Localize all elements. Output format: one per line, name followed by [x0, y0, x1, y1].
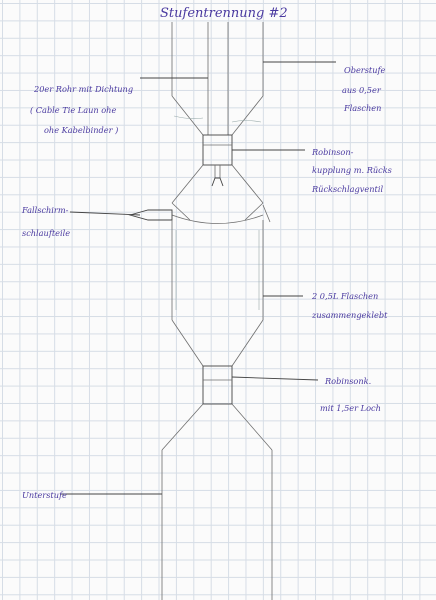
label-kupplung-3: Rückschlagventil — [311, 184, 383, 194]
label-rohr-1: 20er Rohr mit Dichtung — [33, 84, 133, 94]
robinson-coupling-lower — [202, 365, 233, 405]
label-lower-coupling: Robinsonk. mit 1,5er Loch — [320, 376, 381, 413]
label-oberstufe-1: Oberstufe — [344, 65, 386, 75]
label-lower-stage: Unterstufe — [22, 490, 67, 500]
label-flaschen-1: 2 0,5L Flaschen — [311, 291, 378, 301]
label-inner-tube: 20er Rohr mit Dichtung ( Cable Tie Laun … — [30, 84, 133, 135]
label-kupplung-1: Robinson- — [311, 147, 354, 157]
label-rohr-2: ( Cable Tie Laun ohe — [30, 105, 116, 115]
bottle-body — [171, 220, 264, 367]
inner-tube — [207, 22, 229, 135]
label-coupling: Robinson- kupplung m. Rücks Rückschlagve… — [311, 147, 392, 194]
label-robinsonloch-2: mit 1,5er Loch — [320, 403, 381, 413]
label-fallschirm-1: Fallschirm- — [21, 205, 69, 215]
label-bottles: 2 0,5L Flaschen zusammengeklebt — [311, 291, 388, 320]
label-unterstufe: Unterstufe — [22, 490, 67, 500]
label-oberstufe-2: aus 0,5er — [342, 85, 382, 95]
label-flaschen-2: zusammengeklebt — [311, 310, 388, 320]
upper-stage — [171, 22, 264, 136]
fairing-section — [128, 164, 271, 224]
label-kupplung-2: kupplung m. Rücks — [312, 165, 392, 175]
label-oberstufe-3: Flaschen — [343, 103, 381, 113]
leader-lines — [60, 61, 336, 495]
lower-stage — [161, 403, 273, 600]
label-fallschirm-2: schlaufteile — [22, 228, 70, 238]
label-robinsonloch-1: Robinsonk. — [324, 376, 371, 386]
label-rohr-3: ohe Kabelbinder ) — [44, 125, 118, 135]
label-upper-stage: Oberstufe aus 0,5er Flaschen — [342, 65, 386, 113]
label-parachute: Fallschirm- schlaufteile — [21, 205, 70, 238]
diagram-title: Stufentrennung #2 — [160, 6, 288, 21]
robinson-coupling — [202, 134, 233, 187]
